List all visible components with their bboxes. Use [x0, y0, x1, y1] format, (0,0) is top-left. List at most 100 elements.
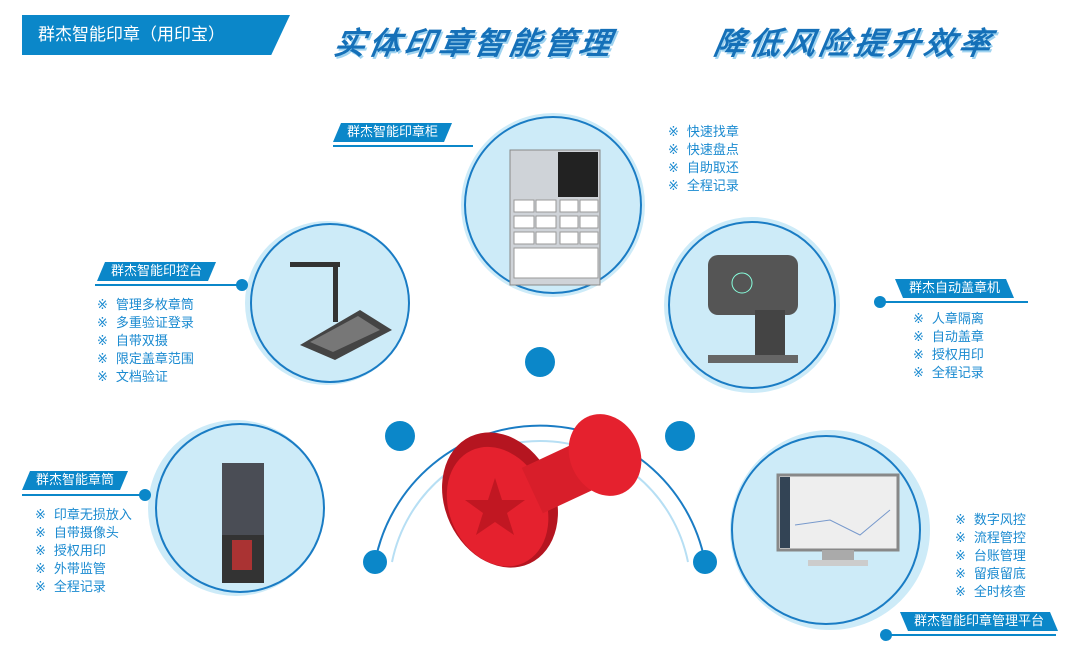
feature-item: ※ 留痕留底: [955, 566, 1026, 584]
inner-arc: [391, 440, 689, 563]
feature-text: 自动盖章: [931, 330, 984, 345]
feature-item: ※自带双摄: [97, 333, 194, 351]
cabinet-features: ※ 快速找章 ※ 快速盘点 ※ 自助取还 ※ 全程记录: [668, 124, 739, 196]
bullet-mark: ※: [955, 549, 966, 564]
feature-item: ※ 快速找章: [668, 124, 739, 142]
feature-text: 全程记录: [931, 366, 984, 381]
cabinet-label: 群杰智能印章柜: [333, 123, 452, 142]
feature-item: ※ 快速盘点: [668, 142, 739, 160]
bullet-mark: ※: [35, 526, 46, 541]
tube-features: ※ 印章无损放入 ※ 自带摄像头 ※ 授权用印 ※ 外带监管 ※ 全程记录: [35, 507, 132, 597]
feature-item: ※ 自带摄像头: [35, 525, 132, 543]
console-label: 群杰智能印控台: [97, 262, 216, 281]
bullet-mark: ※: [913, 348, 924, 363]
bullet-mark: ※: [35, 508, 46, 523]
bullet-mark: ※: [913, 330, 924, 345]
feature-text: 外带监管: [53, 562, 106, 577]
bullet-mark: ※: [955, 567, 966, 582]
feature-item: ※ 授权用印: [913, 347, 984, 365]
platform-label: 群杰智能印章管理平台: [900, 612, 1058, 631]
feature-item: ※ 文档验证: [97, 369, 194, 387]
bullet-mark: ※: [35, 544, 46, 559]
bullet-mark: ※: [668, 179, 679, 194]
feature-text: 全时核查: [973, 585, 1026, 600]
arc-dots: [363, 347, 717, 574]
feature-item: ※ 流程管控: [955, 530, 1026, 548]
slogan-left: 实体印章智能管理: [331, 26, 618, 62]
feature-text: 台账管理: [973, 549, 1026, 564]
feature-item: ※ 自动盖章: [913, 329, 984, 347]
stamper-label: 群杰自动盖章机: [895, 279, 1014, 298]
header-title: 群杰智能印章（用印宝）: [22, 15, 290, 55]
bullet-mark: ※: [913, 366, 924, 381]
bullet-mark: ※: [97, 316, 108, 331]
bullet-mark: ※: [955, 585, 966, 600]
bullet-mark: ※: [97, 370, 108, 385]
bullet-mark: ※: [35, 562, 46, 577]
bullet-mark: ※: [35, 580, 46, 595]
tube-dot: [139, 489, 151, 501]
feature-text: 留痕留底: [973, 567, 1026, 582]
feature-item: ※ 限定盖章范围: [97, 351, 194, 369]
stamper-image: [708, 255, 798, 363]
bullet-mark: ※: [97, 352, 108, 367]
feature-text: 快速盘点: [686, 143, 739, 158]
feature-text: 授权用印: [53, 544, 106, 559]
feature-text: 数字风控: [973, 513, 1026, 528]
platform-features: ※ 数字风控 ※ 流程管控 ※ 台账管理 ※ 留痕留底 ※ 全时核查: [955, 512, 1026, 602]
cabinet-image: [509, 149, 601, 286]
feature-text: 印章无损放入: [53, 508, 132, 523]
tube-image: [222, 463, 264, 583]
feature-item: ※ 台账管理: [955, 548, 1026, 566]
feature-text: 自助取还: [686, 161, 739, 176]
tube-rule: [22, 494, 144, 496]
red-stamp-image: [442, 414, 642, 568]
feature-text: 限定盖章范围: [115, 352, 194, 367]
feature-text: 多重验证登录: [115, 316, 194, 331]
bullet-mark: ※: [955, 513, 966, 528]
stamper-features: ※ 人章隔离 ※ 自动盖章 ※ 授权用印 ※ 全程记录: [913, 311, 984, 383]
console-dot: [236, 279, 248, 291]
circle-console: [245, 221, 410, 385]
bullet-mark: ※: [668, 161, 679, 176]
feature-text: 自带双摄: [115, 334, 168, 349]
console-image: [290, 262, 392, 360]
feature-text: 自带摄像头: [53, 526, 119, 541]
feature-text: 全程记录: [686, 179, 739, 194]
feature-text: 授权用印: [931, 348, 984, 363]
feature-text: 人章隔离: [931, 312, 984, 327]
feature-item: ※ 人章隔离: [913, 311, 984, 329]
tube-label: 群杰智能章筒: [22, 471, 128, 490]
slogan-right: 降低风险提升效率: [711, 26, 998, 62]
feature-item: ※ 数字风控: [955, 512, 1026, 530]
feature-text: 全程记录: [53, 580, 106, 595]
stamper-dot: [874, 296, 886, 308]
feature-item: ※管理多枚章筒: [97, 297, 194, 315]
feature-item: ※ 自助取还: [668, 160, 739, 178]
cabinet-rule: [333, 145, 473, 147]
feature-text: 文档验证: [115, 370, 168, 385]
bullet-mark: ※: [955, 531, 966, 546]
feature-item: ※ 外带监管: [35, 561, 132, 579]
bullet-mark: ※: [668, 125, 679, 140]
platform-dot: [880, 629, 892, 641]
stamper-rule: [880, 301, 1028, 303]
feature-item: ※ 全程记录: [913, 365, 984, 383]
feature-text: 流程管控: [973, 531, 1026, 546]
feature-item: ※ 授权用印: [35, 543, 132, 561]
feature-item: ※ 全程记录: [668, 178, 739, 196]
console-rule: [95, 284, 243, 286]
bullet-mark: ※: [913, 312, 924, 327]
platform-rule: [886, 634, 1056, 636]
feature-item: ※ 多重验证登录: [97, 315, 194, 333]
feature-text: 快速找章: [686, 125, 739, 140]
feature-text: 管理多枚章筒: [115, 298, 194, 313]
feature-item: ※ 全程记录: [35, 579, 132, 597]
monitor-image: [776, 473, 900, 566]
bullet-mark: ※: [668, 143, 679, 158]
console-features: ※管理多枚章筒 ※ 多重验证登录 ※自带双摄 ※ 限定盖章范围 ※ 文档验证: [97, 297, 194, 387]
feature-item: ※ 印章无损放入: [35, 507, 132, 525]
feature-item: ※ 全时核查: [955, 584, 1026, 602]
